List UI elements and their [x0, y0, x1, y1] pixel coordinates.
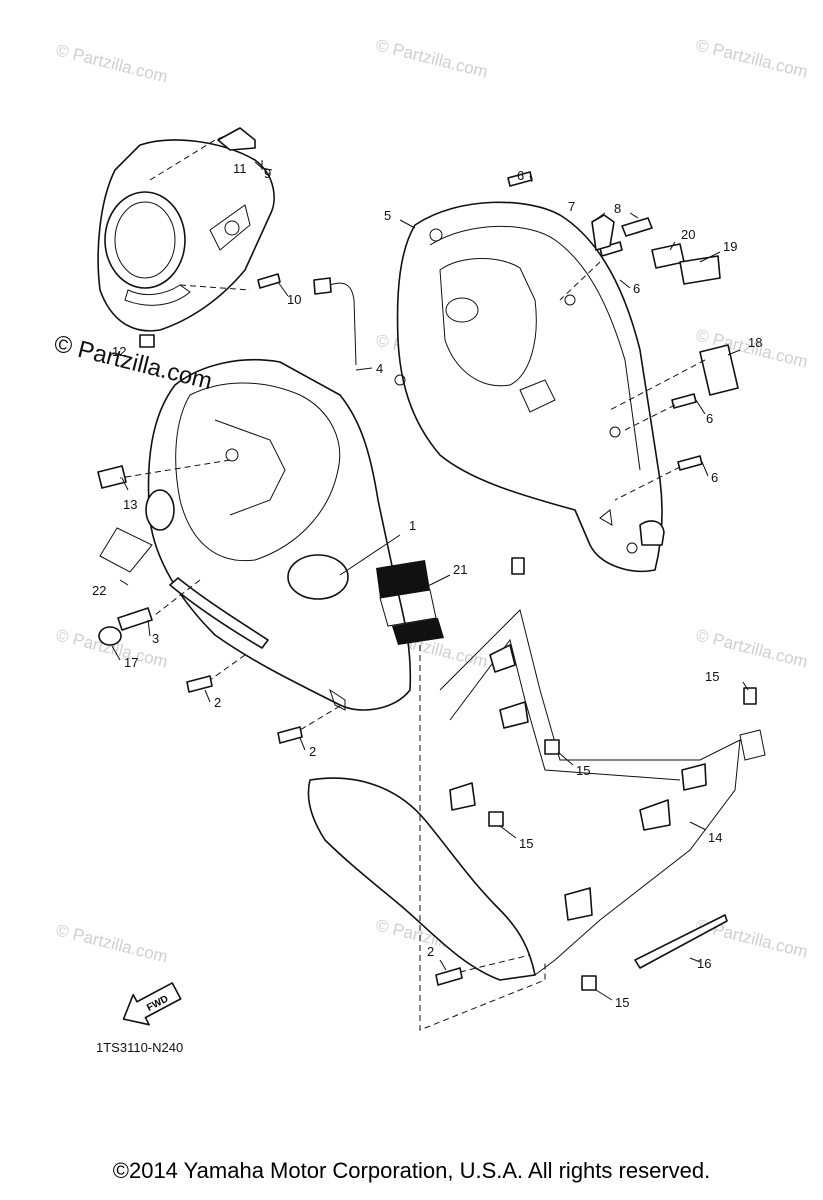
- callout-11: 11: [233, 161, 247, 176]
- callout-5: 5: [384, 208, 391, 223]
- callout-15: 15: [576, 763, 590, 778]
- callout-2: 2: [427, 944, 434, 959]
- callout-6: 6: [706, 411, 713, 426]
- callout-19: 19: [723, 239, 737, 254]
- watermark-text: © Partzilla.com: [694, 35, 810, 81]
- part-21-decal: [376, 560, 444, 645]
- callout-2: 2: [309, 744, 316, 759]
- part-5-inner-panel: [394, 201, 665, 572]
- callout-14: 14: [708, 830, 722, 845]
- callout-15: 15: [705, 669, 719, 684]
- callout-9: 9: [264, 166, 271, 181]
- fasteners: [97, 171, 757, 991]
- callout-22: 22: [92, 583, 106, 598]
- watermark-text: © Partzilla.com: [54, 920, 170, 966]
- callout-6: 6: [633, 281, 640, 296]
- callout-17: 17: [124, 655, 138, 670]
- copyright-notice: ©2014 Yamaha Motor Corporation, U.S.A. A…: [112, 1158, 711, 1183]
- part-9-meter-cover: [97, 127, 275, 348]
- callout-18: 18: [748, 335, 762, 350]
- callout-6: 6: [517, 168, 524, 183]
- callout-20: 20: [681, 227, 695, 242]
- watermark-text: © Partzilla.com: [694, 625, 810, 671]
- watermark-text: © Partzilla.com: [374, 35, 490, 81]
- callout-12: 12: [112, 344, 126, 359]
- part-14-under-frame: [307, 609, 766, 981]
- callout-15: 15: [519, 836, 533, 851]
- callout-6: 6: [711, 470, 718, 485]
- callout-4: 4: [376, 361, 383, 376]
- part-1-front-cover: [145, 359, 412, 711]
- diagram-code: 1TS3110-N240: [96, 1040, 184, 1055]
- leader-lines: [111, 160, 749, 1031]
- callout-8: 8: [614, 201, 621, 216]
- callout-15: 15: [615, 995, 629, 1010]
- callout-1: 1: [409, 518, 416, 533]
- callout-2: 2: [214, 695, 221, 710]
- callout-10: 10: [287, 292, 301, 307]
- callout-7: 7: [568, 199, 575, 214]
- callout-labels: 11 9 10 12 4 5 6 7 8 20 19 6 18 6 6 13 1…: [92, 161, 762, 1010]
- watermark-text: © Partzilla.com: [54, 40, 170, 86]
- callout-21: 21: [453, 562, 467, 577]
- callout-13: 13: [123, 497, 137, 512]
- callout-3: 3: [152, 631, 159, 646]
- fwd-arrow-icon: FWD: [122, 982, 182, 1026]
- callout-16: 16: [697, 956, 711, 971]
